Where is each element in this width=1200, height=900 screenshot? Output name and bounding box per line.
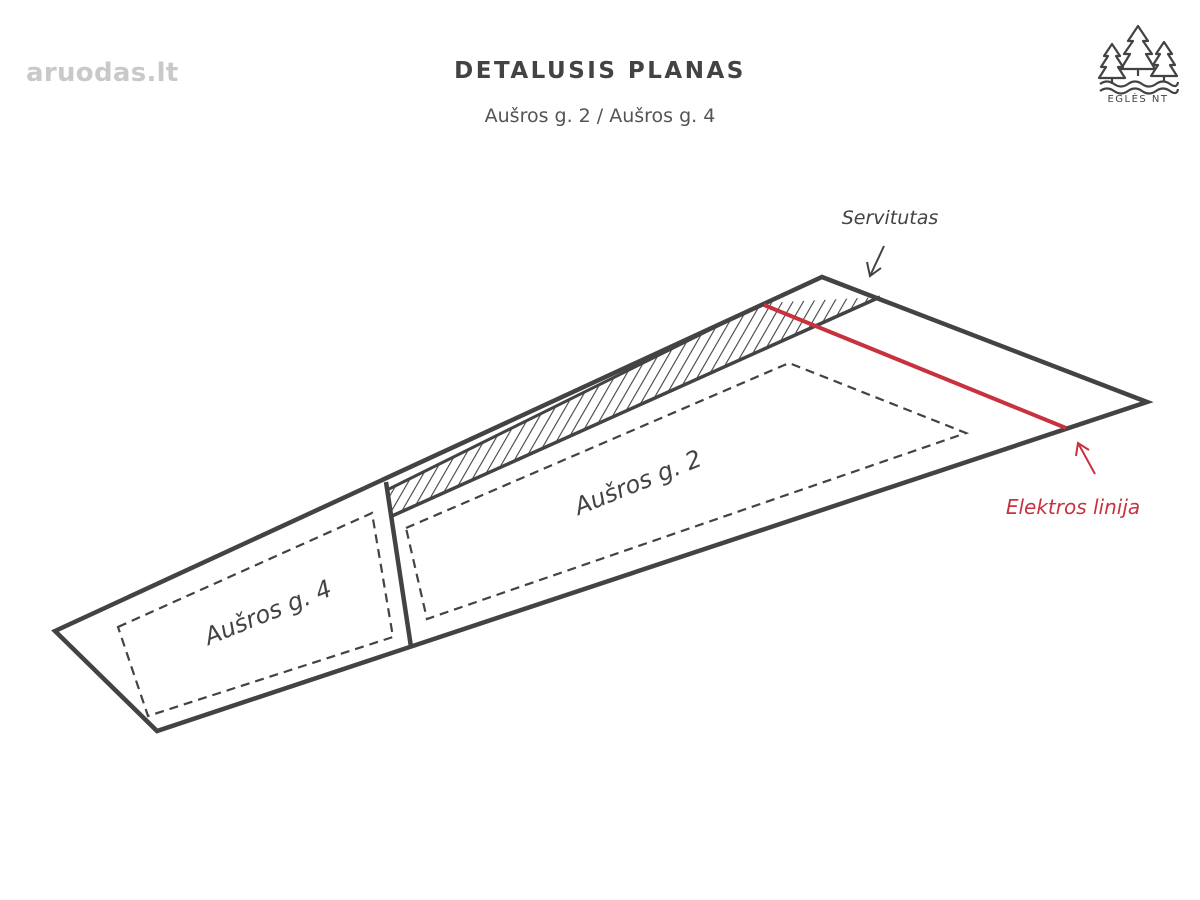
easement-label: Servitutas: [842, 207, 939, 229]
power-line: [763, 303, 1067, 430]
aruodas-watermark: aruodas.lt: [26, 58, 216, 98]
power-line-arrow-icon: [1075, 441, 1096, 475]
plot-label-ausros-2: Aušros g. 2: [569, 444, 706, 521]
brand-name: EGLĖS NT: [1107, 94, 1169, 105]
watermark-text: aruodas.lt: [26, 58, 179, 88]
page-title: DETALUSIS PLANAS: [454, 58, 746, 84]
building-zone-ausros-4: [116, 511, 395, 718]
easement-arrow-icon: [866, 245, 885, 278]
power-line-label: Elektros linija: [1006, 495, 1140, 519]
building-zone-ausros-2: [404, 361, 970, 621]
pine-trees-logo-icon: [1097, 24, 1180, 95]
plot-label-ausros-4: Aušros g. 4: [199, 574, 336, 651]
page-subtitle: Aušros g. 2 / Aušros g. 4: [484, 105, 716, 127]
land-plot-boundary: [51, 274, 1154, 734]
plot-divider-line: [383, 481, 414, 648]
